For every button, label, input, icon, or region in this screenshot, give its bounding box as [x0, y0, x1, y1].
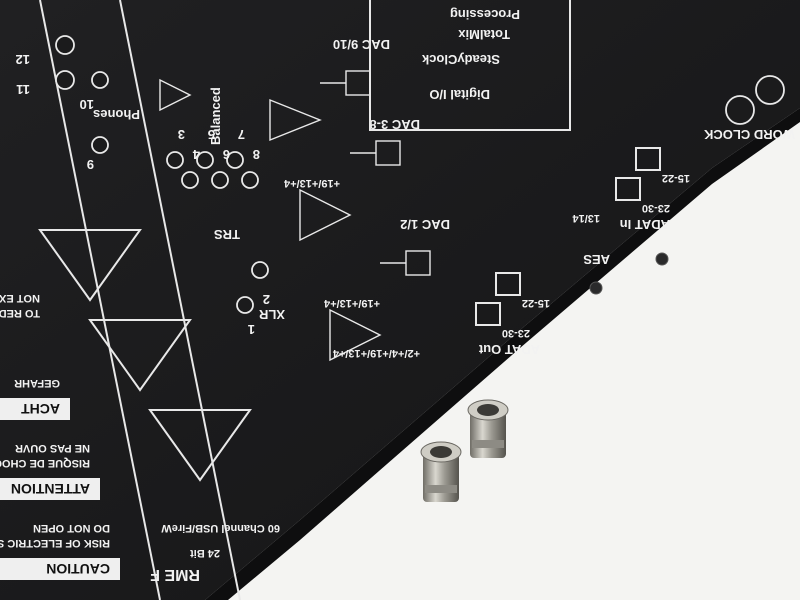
svg-text:1: 1 [248, 322, 255, 337]
phones-label: Phones [93, 107, 140, 122]
phones-jack-11 [55, 70, 75, 90]
dac-label-12: DAC 1/2 [400, 217, 450, 232]
xlr-section: 2 1 XLR [236, 261, 285, 337]
phones-section: 12 11 10 9 Phones [16, 35, 192, 172]
svg-text:5: 5 [208, 127, 215, 142]
warning-triangle-icon [38, 229, 142, 302]
svg-text:15-22: 15-22 [662, 172, 690, 184]
svg-text:3: 3 [178, 127, 185, 142]
gain-label-1: +19/+13/+4 [283, 177, 340, 189]
bnc-connector-right [467, 399, 509, 458]
adat-out-section: 15-22 23-30 ADAT Out [475, 272, 550, 357]
warning-labels: CAUTION RISK OF ELECTRIC SHOCK DO NOT OP… [0, 292, 120, 580]
dsp-block: udio Processing TotalMix SteadyClock Dig… [369, 0, 571, 131]
svg-text:TO REDUC: TO REDUC [0, 307, 40, 319]
word-clock-section: WORD CLOCK [703, 75, 795, 142]
phones-jack-12 [55, 35, 75, 55]
warning-title-attention: ATTENTION [11, 481, 90, 497]
gain-label-3: +2/+4/+19/+13/+4 [332, 347, 420, 359]
svg-text:NE PAS OUVR: NE PAS OUVR [15, 442, 90, 454]
adat-in-section: 15-22 23-30 ADAT In [615, 147, 690, 232]
warning-triangle-icon [88, 319, 192, 392]
svg-text:RISQUE DE CHOC ELEC: RISQUE DE CHOC ELEC [0, 457, 90, 469]
dac-label-910: DAC 9/10 [333, 37, 390, 52]
svg-text:2: 2 [263, 292, 270, 307]
adat-in-label: ADAT In [620, 217, 670, 232]
svg-text:6: 6 [223, 147, 230, 162]
aes-channels: 13/14 [572, 212, 600, 224]
svg-text:SteadyClock: SteadyClock [421, 52, 500, 67]
word-clock-label: WORD CLOCK [703, 127, 795, 142]
svg-text:7: 7 [238, 127, 245, 142]
balanced-label: Balanced [208, 87, 223, 145]
svg-text:4: 4 [192, 147, 200, 162]
panel-front-edge [205, 108, 800, 600]
brand-label: RME F [150, 566, 200, 583]
warning-triangle-icon [148, 409, 252, 482]
aes-label: AES [583, 252, 610, 267]
warning-title-caution: CAUTION [46, 561, 110, 577]
svg-text:15-22: 15-22 [522, 297, 550, 309]
phones-number-11: 11 [16, 82, 30, 97]
phones-number-10: 10 [80, 97, 94, 112]
svg-text:DO NOT OPEN: DO NOT OPEN [33, 522, 110, 534]
svg-text:RISK OF ELECTRIC SHOCK: RISK OF ELECTRIC SHOCK [0, 537, 110, 549]
svg-text:23-30: 23-30 [502, 327, 530, 339]
signal-chain: DAC 9/10 DAC 3-8 DAC 1/2 +19/+13/+4 +19/… [269, 37, 450, 362]
balanced-trs-section: Balanced 8 7 6 5 4 3 TRS [166, 87, 260, 242]
panel-subtitle: 60 Channel USB/FireW [161, 522, 280, 534]
svg-text:Processing: Processing [450, 7, 520, 22]
xlr-label: XLR [258, 307, 285, 322]
svg-text:TotalMix: TotalMix [457, 27, 510, 42]
svg-text:23-30: 23-30 [642, 202, 670, 214]
bnc-connector-left [420, 441, 462, 502]
jack-10 [91, 71, 109, 89]
dac-label-38: DAC 3-8 [369, 117, 420, 132]
svg-text:NOT EXP: NOT EXP [0, 292, 40, 304]
svg-text:8: 8 [253, 147, 260, 162]
svg-text:GEFAHR: GEFAHR [14, 377, 60, 389]
amp-triangle-icon [159, 78, 192, 112]
svg-text:udio: udio [503, 0, 530, 2]
screw-icon [589, 281, 603, 295]
warning-title-acht: ACHT [21, 401, 60, 417]
phones-number-9: 9 [87, 157, 94, 172]
trs-label: TRS [214, 227, 240, 242]
gain-label-2: +19/+13/+4 [323, 297, 380, 309]
brand-sub: 24 Bit [190, 547, 220, 559]
screw-icon [655, 252, 669, 266]
svg-text:Digital I/O: Digital I/O [429, 87, 490, 102]
brand-block: RME F 24 Bit 60 Channel USB/FireW [150, 522, 280, 583]
warning-icons [38, 229, 252, 482]
aes-section: 13/14 AES [572, 212, 610, 267]
adat-out-label: ADAT Out [478, 342, 540, 357]
phones-number-12: 12 [16, 52, 30, 67]
jack-9 [91, 136, 109, 154]
